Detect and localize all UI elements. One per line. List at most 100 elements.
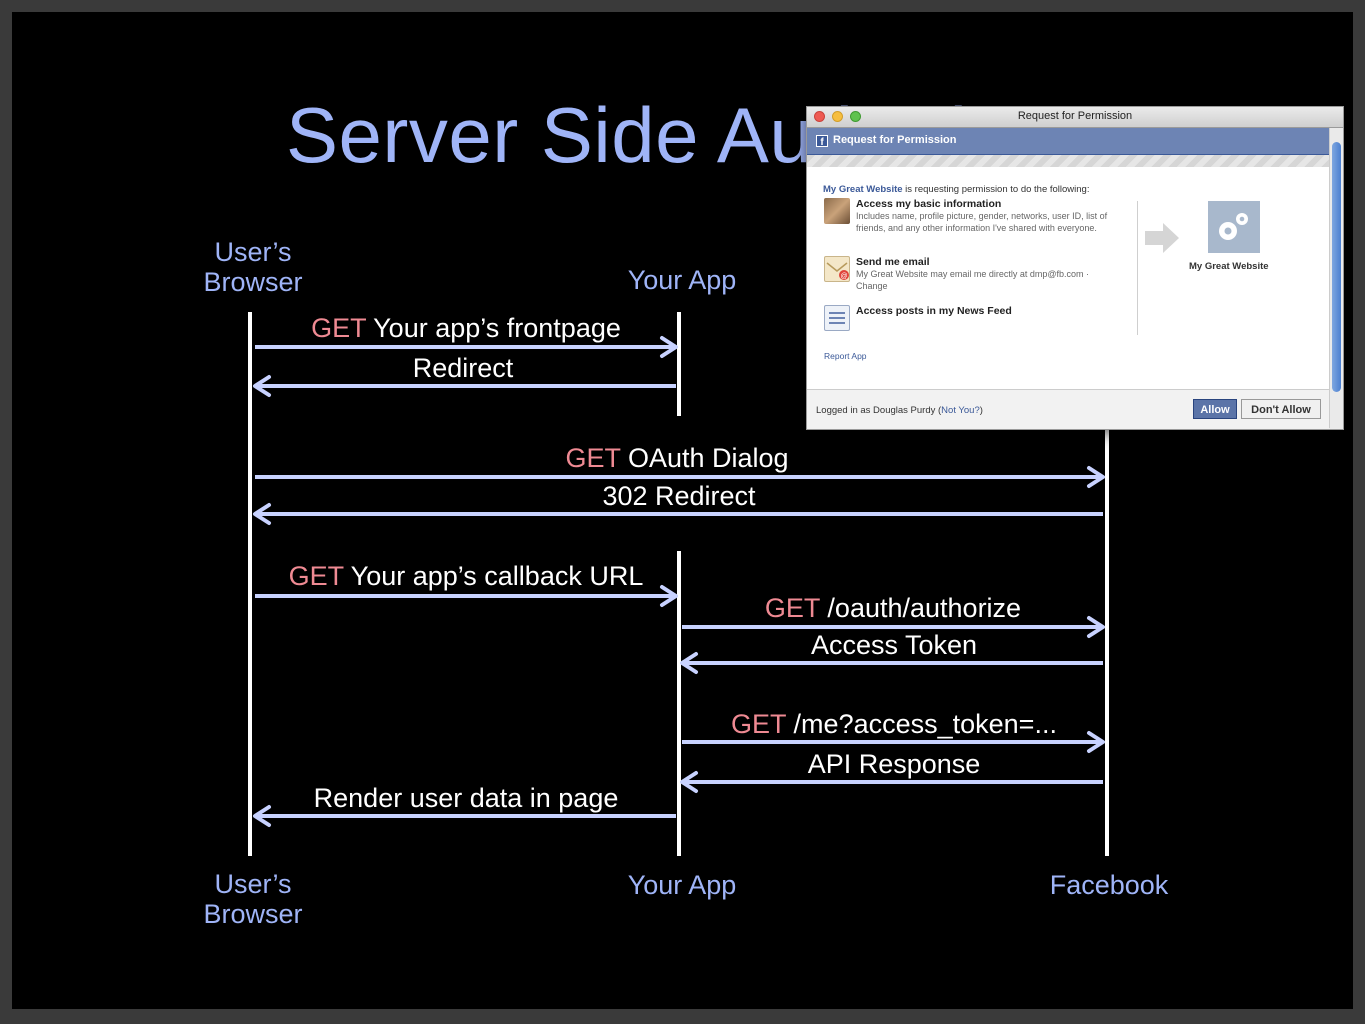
message-label: GET OAuth Dialog: [565, 443, 788, 473]
arrow-head: [1087, 616, 1105, 638]
dont-allow-button[interactable]: Don't Allow: [1241, 399, 1321, 419]
dialog-footer: Logged in as Douglas Purdy (Not You?) Al…: [807, 389, 1329, 429]
arrow-head: [1087, 466, 1105, 488]
logged-in-text: Logged in as Douglas Purdy (Not You?): [816, 405, 983, 416]
message-label: Access Token: [811, 630, 977, 660]
message-arrow: [680, 652, 1103, 674]
email-icon: @: [824, 256, 850, 282]
arrow-head: [253, 503, 271, 525]
svg-text:@: @: [840, 273, 847, 280]
arrow-head: [253, 805, 271, 827]
right-arrow-icon: [1145, 223, 1179, 253]
message-text: Access Token: [810, 630, 978, 660]
actor-label: Your App: [627, 870, 737, 900]
arrow-head: [1087, 731, 1105, 753]
message-arrow: [253, 375, 676, 397]
arrow-head: [680, 652, 698, 674]
message-text: Your app’s callback URL: [343, 561, 644, 591]
window-title: Request for Permission: [1017, 110, 1133, 122]
message-arrow: [680, 771, 1103, 793]
gears-icon: [1208, 201, 1260, 253]
actor-label: Facebook: [1049, 870, 1169, 900]
permission-item: Access posts in my News Feed: [824, 305, 1134, 335]
permission-item: Access my basic information Includes nam…: [824, 198, 1134, 248]
message-text: Your app’s frontpage: [366, 313, 621, 343]
actor-bottom-browser: User’s Browser: [188, 869, 318, 929]
message-text: 302 Redirect: [602, 481, 756, 511]
message-arrow: [255, 336, 678, 358]
message-arrow: [682, 616, 1105, 638]
site-link[interactable]: My Great Website: [823, 184, 903, 195]
message-label: Render user data in page: [314, 783, 619, 813]
message-verb: GET: [288, 561, 344, 591]
message-label: GET /oauth/authorize: [765, 593, 1021, 623]
message-verb: GET: [311, 313, 367, 343]
envelope-glyph: @: [826, 262, 849, 280]
message-label: 302 Redirect: [602, 481, 755, 511]
slide: Server Side Auth Flow User’s Browser You…: [12, 12, 1353, 1009]
gears-glyph: [1219, 213, 1248, 240]
message-text: /me?access_token=...: [786, 709, 1057, 739]
scrollbar-thumb[interactable]: [1332, 142, 1341, 392]
permission-title: Access posts in my News Feed: [856, 305, 1012, 317]
message-label: API Response: [808, 749, 981, 779]
facebook-f-icon: f: [816, 135, 828, 148]
message-arrow: [682, 731, 1105, 753]
message-arrow: [255, 585, 678, 607]
actor-label: User’s Browser: [203, 237, 303, 297]
message-verb: GET: [731, 709, 787, 739]
message-arrow: [253, 503, 1103, 525]
permission-dialog: Request for Permission f Request for Per…: [806, 106, 1344, 430]
actor-bottom-app: Your App: [612, 870, 752, 900]
message-label: GET /me?access_token=...: [731, 709, 1057, 739]
permission-desc: My Great Website may email me directly a…: [856, 269, 1090, 291]
message-text: API Response: [807, 749, 981, 779]
arrow-head: [680, 771, 698, 793]
allow-button[interactable]: Allow: [1193, 399, 1237, 419]
dialog-header-title: Request for Permission: [833, 134, 957, 146]
message-verb: GET: [764, 593, 820, 623]
message-label: GET Your app’s frontpage: [311, 313, 621, 343]
logged-in-suffix: ): [979, 405, 983, 416]
actor-label: User’s Browser: [203, 869, 303, 929]
message-label: GET Your app’s callback URL: [289, 561, 644, 591]
actor-label: Your App: [627, 265, 737, 295]
permission-item: @ Send me email My Great Website may ema…: [824, 256, 1134, 296]
feed-glyph: [829, 312, 845, 324]
message-verb: GET: [565, 443, 621, 473]
message-text: Redirect: [412, 353, 514, 383]
dialog-header: f Request for Permission: [807, 128, 1329, 155]
minimize-window-icon[interactable]: [832, 111, 843, 122]
actor-top-app: Your App: [612, 265, 752, 295]
actor-bottom-facebook: Facebook: [1039, 870, 1179, 900]
actor-top-browser: User’s Browser: [188, 237, 318, 297]
dialog-intro: My Great Website is requesting permissio…: [823, 184, 1089, 195]
message-arrow: [255, 466, 1105, 488]
message-arrow: [253, 805, 676, 827]
message-label: Redirect: [413, 353, 514, 383]
message-text: /oauth/authorize: [819, 593, 1022, 623]
arrow-head: [660, 336, 678, 358]
permission-title: Send me email: [856, 256, 930, 268]
permission-desc: Includes name, profile picture, gender, …: [856, 211, 1108, 233]
arrow-head: [253, 375, 271, 397]
report-app-link[interactable]: Report App: [824, 351, 867, 361]
dialog-body: My Great Website is requesting permissio…: [807, 167, 1329, 389]
app-name: My Great Website: [1189, 261, 1269, 272]
sequence-diagram: [248, 312, 1109, 856]
permission-title: Access my basic information: [856, 198, 1002, 210]
logged-in-prefix: Logged in as Douglas Purdy (: [816, 405, 942, 416]
news-feed-icon: [824, 305, 850, 331]
zoom-window-icon[interactable]: [850, 111, 861, 122]
message-text: OAuth Dialog: [620, 443, 789, 473]
message-text: Render user data in page: [313, 783, 619, 813]
intro-text: is requesting permission to do the follo…: [902, 184, 1090, 195]
user-photo-icon: [824, 198, 850, 224]
scrollbar[interactable]: [1329, 128, 1343, 428]
divider: [1137, 201, 1138, 335]
header-stripe: [807, 155, 1329, 167]
not-you-link[interactable]: Not You?: [941, 405, 980, 416]
close-window-icon[interactable]: [814, 111, 825, 122]
arrow-head: [660, 585, 678, 607]
window-titlebar: Request for Permission: [807, 107, 1343, 128]
